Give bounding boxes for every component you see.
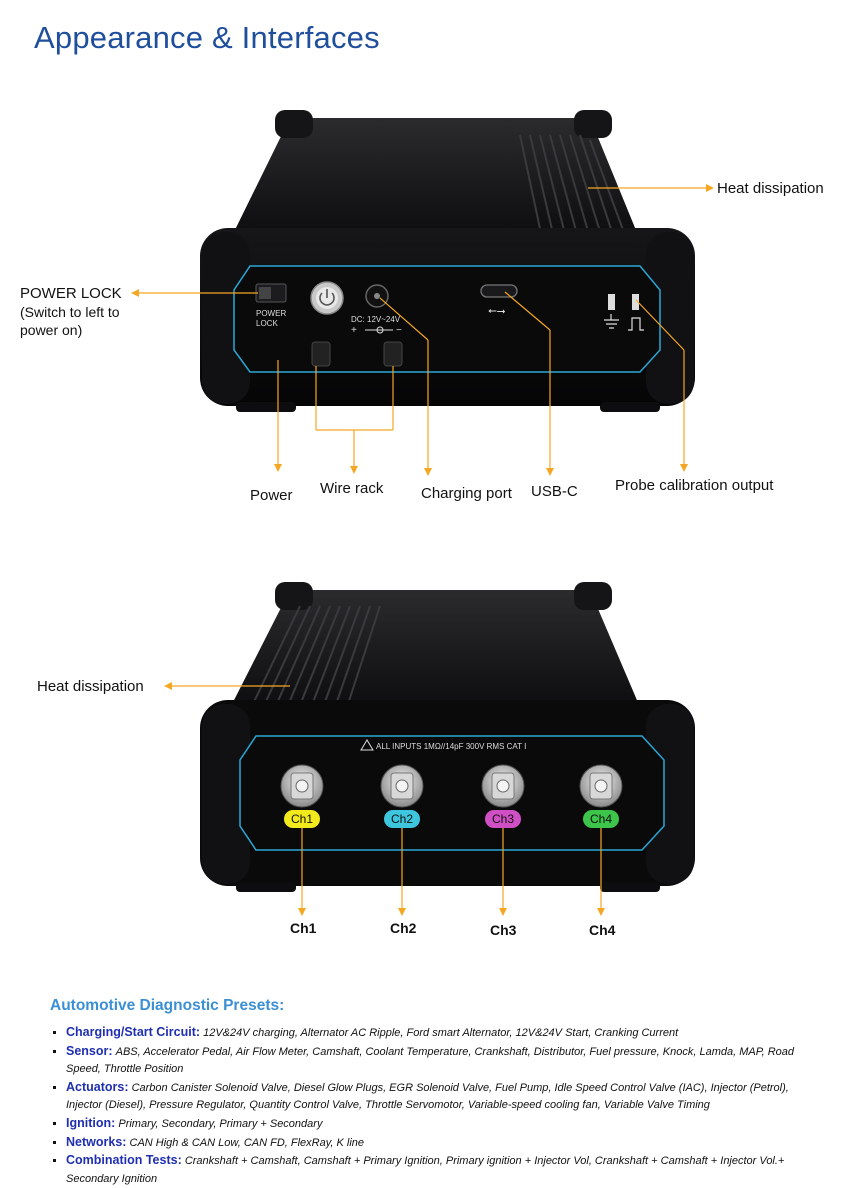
preset-item: Networks: CAN High & CAN Low, CAN FD, Fl…	[66, 1134, 826, 1153]
label-ch1: Ch1	[290, 920, 317, 936]
power-icon	[319, 292, 335, 306]
corner-bumper	[574, 110, 612, 138]
heat-sink-fins	[519, 134, 627, 239]
bottom-device-illustration: ALL INPUTS 1MΩ//14pF 300V RMS CAT I	[164, 582, 695, 916]
power-lock-text-1: POWER	[256, 309, 286, 318]
channel-badge-3: Ch3	[485, 810, 521, 828]
power-lock-text-2: LOCK	[256, 319, 278, 328]
label-wire-rack: Wire rack	[320, 480, 384, 497]
wire-rack-clip-left	[311, 341, 331, 367]
usb-icon: ⭠⭢	[488, 304, 506, 317]
label-probe-calibration: Probe calibration output	[615, 477, 774, 494]
label-usb-c: USB-C	[531, 483, 578, 500]
channel-badge-2: Ch2	[384, 810, 420, 828]
callout-lines-bottom	[170, 685, 602, 910]
preset-item: Charging/Start Circuit: 12V&24V charging…	[66, 1024, 826, 1043]
dc-minus: −	[396, 325, 402, 336]
preset-heading: Sensor:	[66, 1043, 113, 1058]
preset-heading: Networks:	[66, 1134, 127, 1149]
warning-icon	[360, 739, 374, 751]
preset-text: ABS, Accelerator Pedal, Air Flow Meter, …	[66, 1045, 795, 1076]
label-power-lock-line3: power on)	[20, 322, 83, 338]
power-lock-switch-knob	[259, 287, 271, 299]
label-charging-port: Charging port	[421, 485, 512, 502]
label-power-lock-title: POWER LOCK	[20, 285, 122, 302]
label-heat-dissipation-top: Heat dissipation	[717, 180, 824, 197]
channel-badge-4: Ch4	[583, 810, 619, 828]
label-power-lock-line2: (Switch to left to	[20, 304, 120, 320]
preset-item: Sensor: ABS, Accelerator Pedal, Air Flow…	[66, 1043, 826, 1079]
preset-text: Carbon Canister Solenoid Valve, Diesel G…	[66, 1081, 789, 1112]
corner-bumper	[275, 110, 313, 138]
label-power: Power	[250, 487, 293, 504]
label-ch4: Ch4	[589, 922, 616, 938]
bnc-pin-3	[496, 779, 510, 793]
ground-terminal	[608, 294, 615, 310]
channel-badge-1: Ch1	[284, 810, 320, 828]
preset-text: Primary, Secondary, Primary + Secondary	[118, 1117, 323, 1130]
preset-text: CAN High & CAN Low, CAN FD, FlexRay, K l…	[129, 1136, 365, 1149]
label-heat-dissipation-bottom: Heat dissipation	[37, 678, 144, 695]
preset-item: Actuators: Carbon Canister Solenoid Valv…	[66, 1079, 826, 1115]
preset-heading: Charging/Start Circuit:	[66, 1025, 201, 1039]
label-ch2: Ch2	[390, 920, 417, 936]
bnc-pin-2	[395, 779, 409, 793]
heat-sink-fins-bottom	[249, 605, 381, 711]
page-title: Appearance & Interfaces	[34, 20, 380, 55]
side-bumper-left	[202, 232, 250, 404]
callout-arrowheads-bottom	[164, 682, 605, 916]
callout-arrowheads-top	[131, 184, 714, 476]
top-device-illustration: POWER LOCK DC: 12V~24V + − ⭠⭢	[131, 110, 714, 476]
calibration-terminal	[632, 294, 639, 310]
bnc-pin-1	[295, 779, 309, 793]
square-wave-icon	[628, 317, 644, 331]
bnc-pin-4	[594, 779, 608, 793]
ground-icon	[604, 314, 619, 329]
label-ch3: Ch3	[490, 922, 517, 938]
preset-heading: Actuators:	[66, 1079, 129, 1094]
top-housing	[230, 118, 640, 240]
side-bumper-right	[646, 232, 694, 404]
preset-item: Combination Tests: Crankshaft + Camshaft…	[66, 1152, 826, 1188]
presets-list: Charging/Start Circuit: 12V&24V charging…	[48, 1024, 826, 1188]
preset-heading: Combination Tests:	[66, 1153, 182, 1168]
dc-plus: +	[351, 325, 357, 336]
inputs-warning-text: ALL INPUTS 1MΩ//14pF 300V RMS CAT I	[376, 742, 526, 751]
callout-lines-top	[135, 187, 708, 470]
preset-item: Ignition: Primary, Secondary, Primary + …	[66, 1115, 826, 1134]
preset-text: 12V&24V charging, Alternator AC Ripple, …	[203, 1027, 679, 1039]
preset-heading: Ignition:	[66, 1115, 116, 1130]
front-panel-bottom	[239, 735, 665, 851]
presets-title: Automotive Diagnostic Presets:	[50, 997, 285, 1014]
dc-text: DC: 12V~24V	[351, 315, 401, 324]
